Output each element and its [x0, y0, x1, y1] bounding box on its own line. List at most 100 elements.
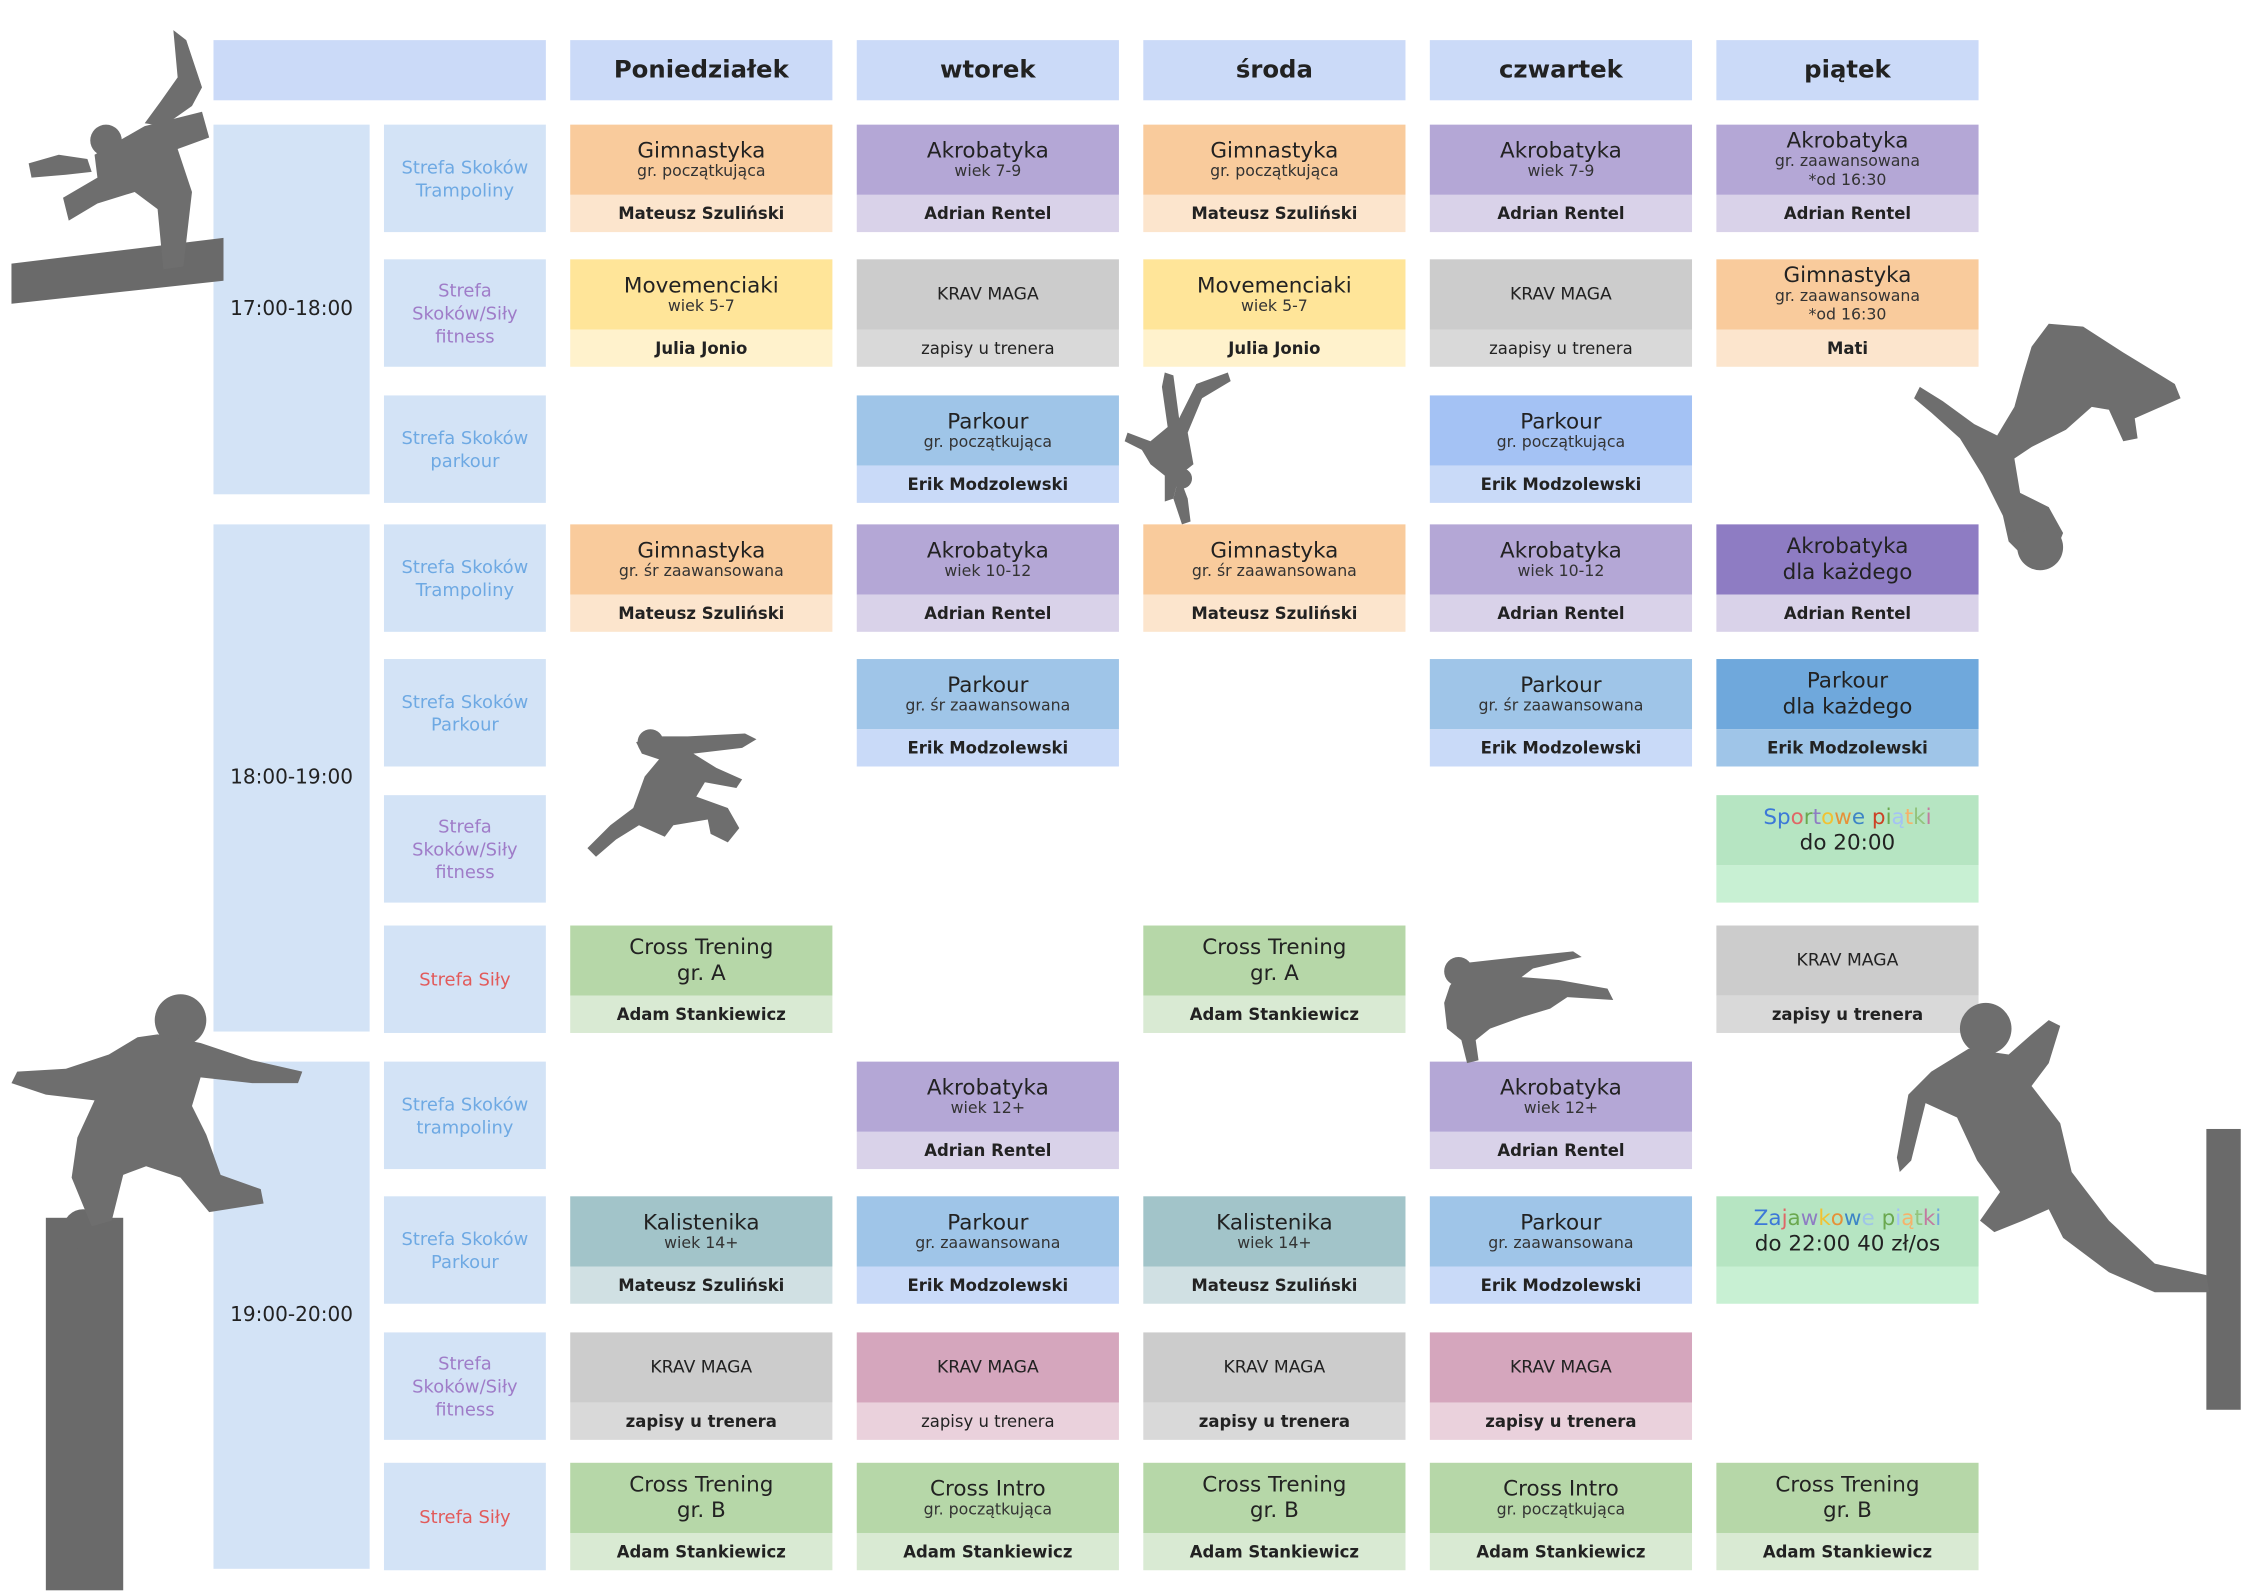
time-label: 17:00-18:00: [230, 298, 353, 321]
zone-label-line: Skoków/Siły: [412, 1374, 518, 1397]
zone-label-line: parkour: [430, 449, 500, 471]
class-trainer: Julia Jonio: [1143, 329, 1406, 367]
zone-label-line: Trampoliny: [415, 578, 515, 600]
time-label: 18:00-19:00: [230, 766, 353, 790]
class-cell-header: KRAV MAGA: [1429, 1332, 1693, 1403]
class-detail: wiek 7-9: [1527, 161, 1595, 181]
class-trainer: zapisy u trenera: [1143, 1402, 1406, 1440]
class-trainer: Mateusz Szuliński: [1143, 1266, 1406, 1304]
class-title: Parkour: [1806, 667, 1889, 694]
time-slot-17: 17:00-18:00: [213, 124, 370, 495]
day-header: Poniedziałek: [570, 40, 833, 101]
class-trainer: Adrian Rentel: [856, 194, 1119, 233]
class-detail: gr. początkująca: [923, 432, 1053, 452]
zone-label-line: Strefa Siły: [419, 967, 511, 990]
class-detail: gr. śr zaawansowana: [1478, 696, 1644, 715]
class-detail: gr. zaawansowana: [915, 1233, 1061, 1252]
time-slot-18: 18:00-19:00: [213, 524, 370, 1032]
zone-label-line: Parkour: [431, 1250, 499, 1272]
class-detail: gr. początkująca: [1496, 1499, 1626, 1519]
zone-label-line: Strefa Skoków: [401, 689, 529, 712]
class-detail: gr. zaawansowana: [1488, 1233, 1634, 1252]
class-title: KRAV MAGA: [1223, 1356, 1326, 1377]
class-title: Parkour: [1520, 671, 1602, 698]
class-cell-header: KRAV MAGA: [1429, 259, 1693, 330]
class-detail: wiek 7-9: [954, 161, 1022, 181]
class-trainer: Adrian Rentel: [1429, 594, 1693, 632]
class-title: Cross Trening: [1775, 1471, 1920, 1498]
zone-label-line: Strefa Skoków: [401, 426, 529, 448]
zone-label-line: Skoków/Siły: [412, 837, 518, 859]
class-detail: wiek 10-12: [1517, 561, 1605, 580]
class-title: Akrobatyka: [1499, 1073, 1622, 1100]
class-title: Parkour: [947, 671, 1029, 698]
class-trainer: Adrian Rentel: [856, 594, 1119, 632]
class-trainer: Adrian Rentel: [1429, 1131, 1693, 1170]
class-detail: gr. A: [1249, 959, 1299, 985]
class-title: Akrobatyka: [1499, 136, 1622, 163]
class-detail: wiek 12+: [1523, 1098, 1599, 1118]
zone-label-text: Strefa Siły: [419, 968, 510, 991]
class-trainer: Adam Stankiewicz: [856, 1532, 1119, 1571]
vault-icon: [11, 994, 303, 1591]
class-cell-header: KRAV MAGA: [570, 1332, 833, 1403]
zone-label-line: Strefa Skoków: [401, 555, 529, 577]
class-title: Parkour: [947, 1208, 1029, 1235]
zone-label-text: Strefa Siły: [419, 1505, 510, 1528]
class-title: KRAV MAGA: [650, 1356, 753, 1377]
class-detail: gr. początkująca: [1210, 161, 1339, 181]
class-title: Gimnastyka: [1783, 262, 1912, 289]
class-detail: gr. B: [1822, 1496, 1872, 1523]
class-title: Cross Trening: [1202, 934, 1347, 961]
class-title: Gimnastyka: [637, 536, 766, 563]
class-title: Akrobatyka: [1786, 127, 1909, 154]
class-trainer: Adam Stankiewicz: [570, 995, 833, 1033]
wall-climber-icon: [1896, 1002, 2241, 1410]
class-title: Akrobatyka: [1499, 536, 1622, 563]
class-detail: wiek 5-7: [1240, 296, 1308, 315]
class-detail: gr. początkująca: [923, 1499, 1053, 1519]
zone-label-line: Strefa Siły: [419, 1505, 511, 1527]
zone-label-line: Strefa Skoków: [401, 1092, 529, 1114]
class-trainer: Adam Stankiewicz: [1429, 1532, 1693, 1571]
class-trainer: zapisy u trenera: [1429, 1402, 1693, 1440]
class-trainer: Julia Jonio: [570, 329, 833, 367]
zone-label-line: Strefa Skoków: [401, 155, 529, 177]
class-detail: dla każdego: [1782, 692, 1913, 719]
class-trainer: Erik Modzolewski: [856, 1266, 1119, 1304]
class-title: Zajawkowe piątki: [1753, 1205, 1942, 1232]
class-title: Cross Intro: [1503, 1475, 1619, 1501]
